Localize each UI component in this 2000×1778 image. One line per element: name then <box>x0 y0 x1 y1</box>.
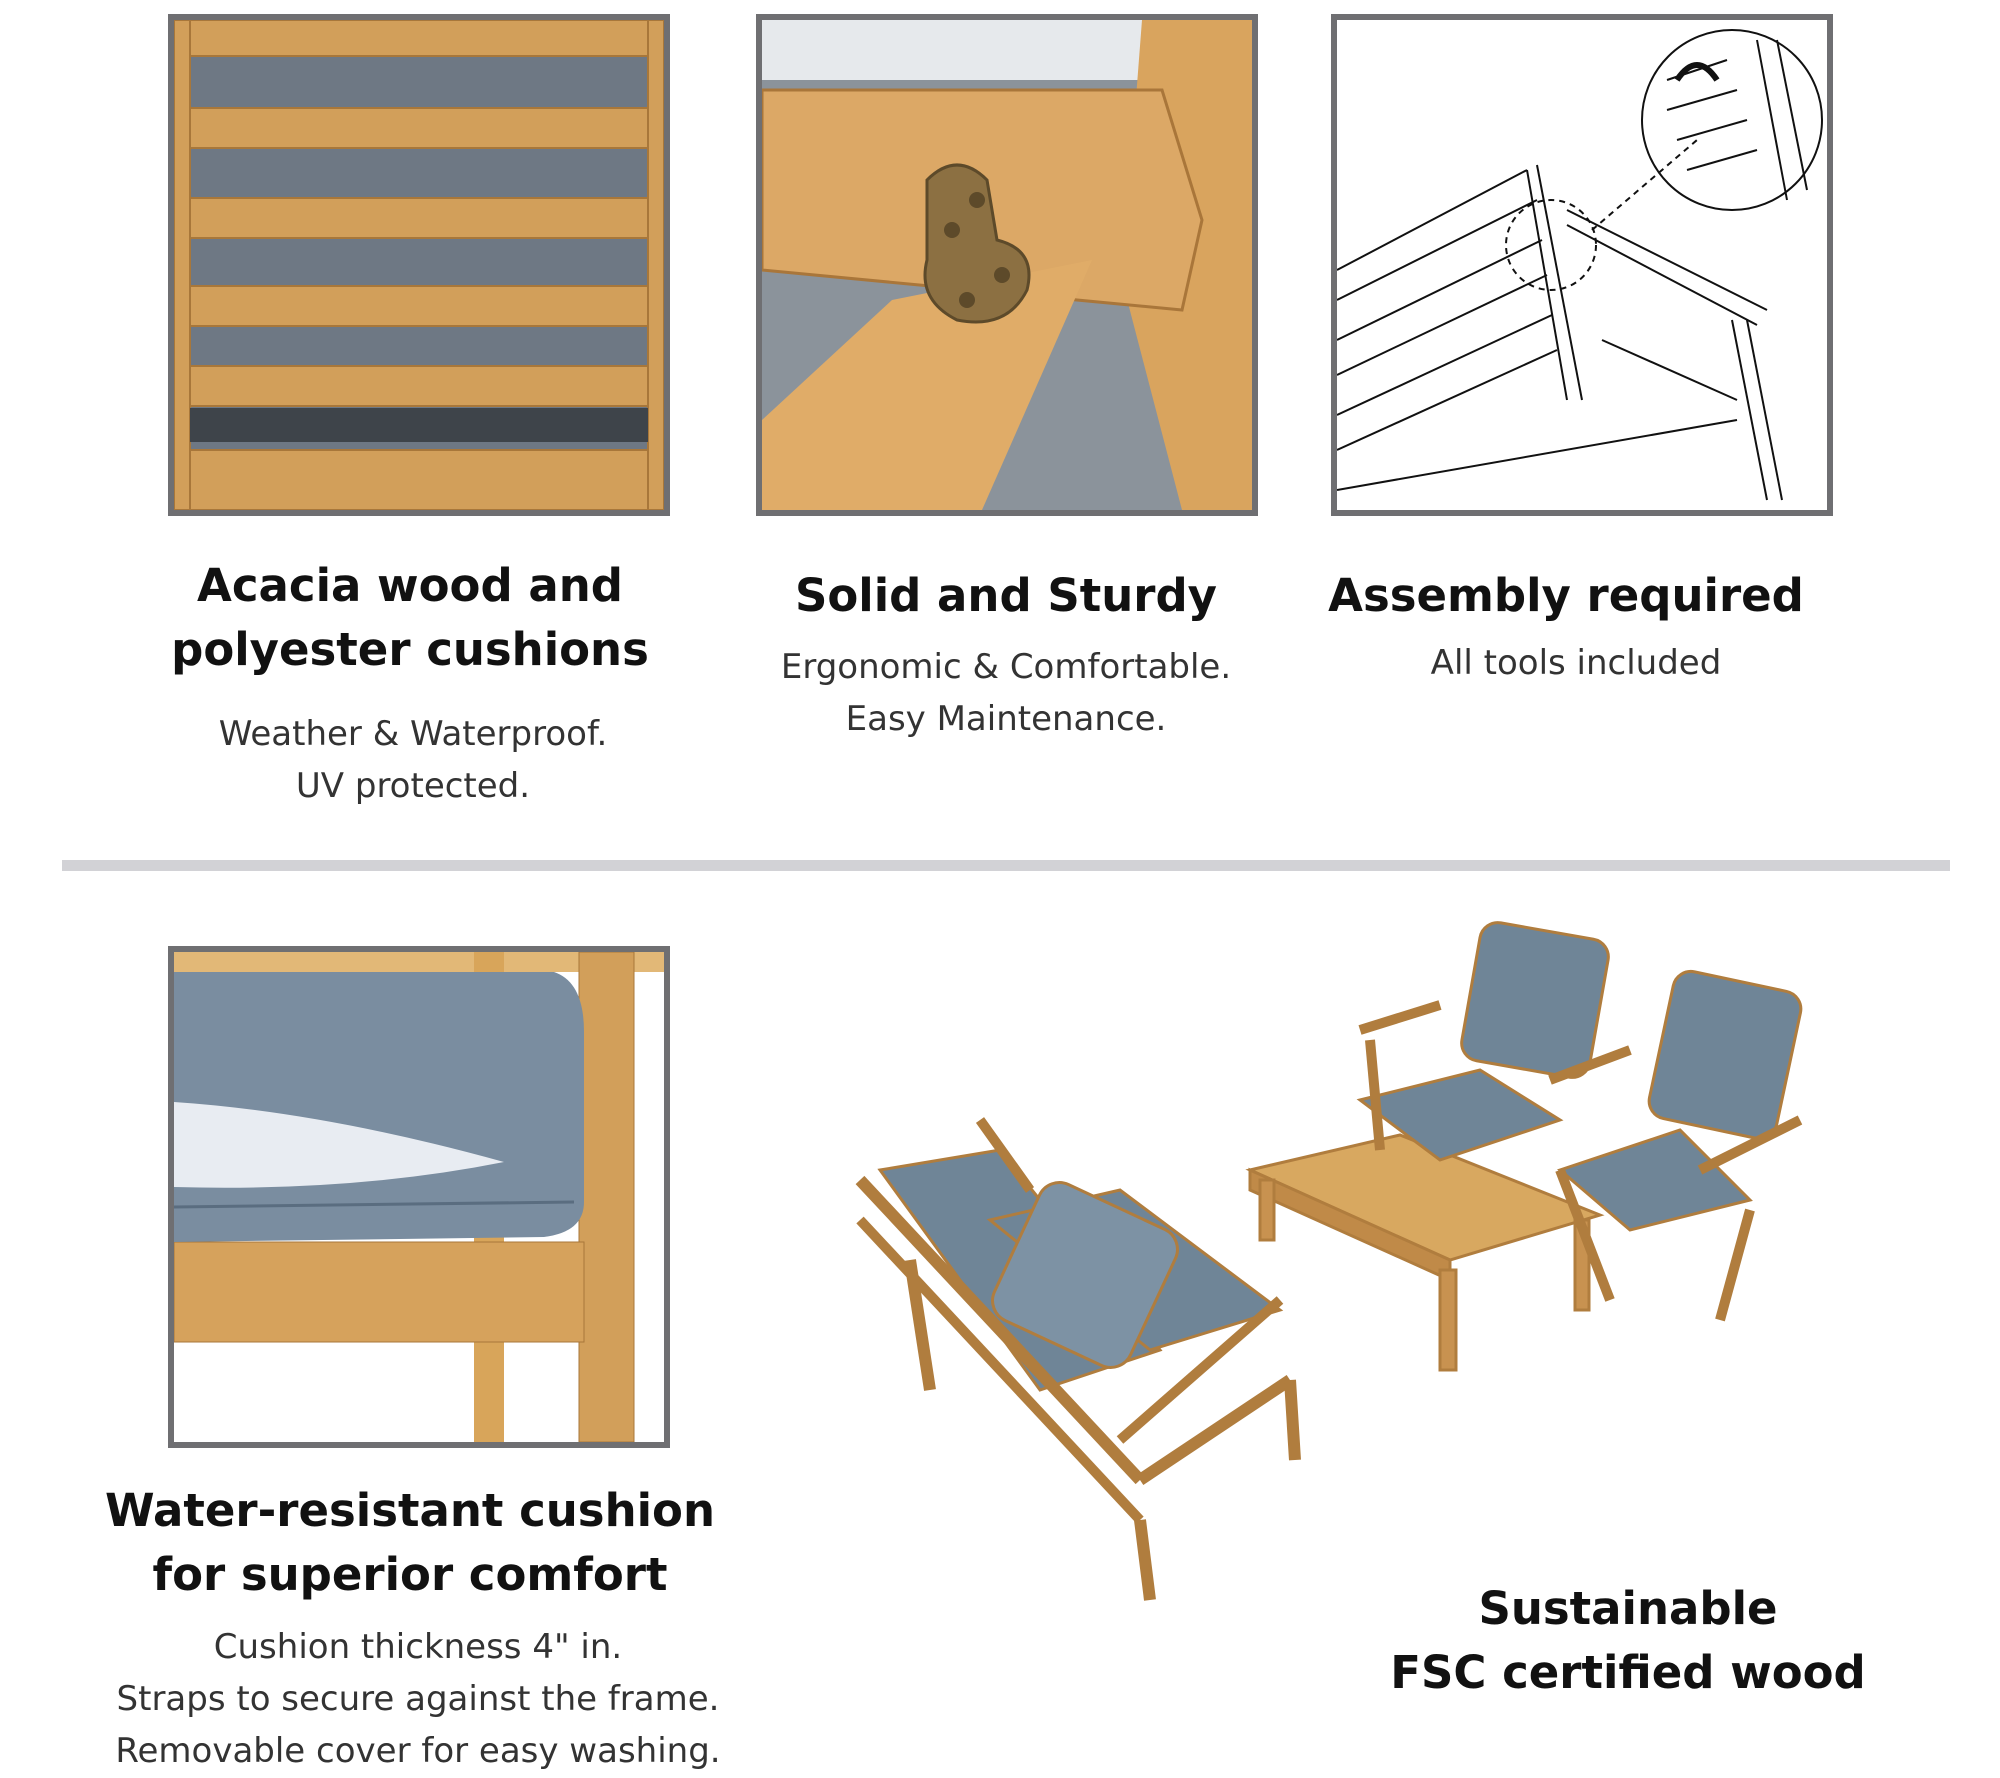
title-line: polyester cushions <box>171 623 649 676</box>
title-line: Acacia wood and <box>197 559 623 612</box>
sturdy-joint-photo <box>756 14 1258 516</box>
title-line: Assembly required <box>1328 569 1804 622</box>
title-line: FSC certified wood <box>1390 1646 1866 1699</box>
feature-subtitle-sturdy: Ergonomic & Comfortable. Easy Maintenanc… <box>781 641 1231 745</box>
feature-title-acacia: Acacia wood and polyester cushions <box>171 554 649 682</box>
assembly-diagram <box>1331 14 1833 516</box>
subtitle-line: UV protected. <box>295 766 531 806</box>
subtitle-line: Removable cover for easy washing. <box>115 1731 721 1771</box>
feature-subtitle-cushion: Cushion thickness 4" in. Straps to secur… <box>115 1621 720 1777</box>
acacia-wood-photo <box>168 14 670 516</box>
subtitle-line: All tools included <box>1430 643 1722 683</box>
subtitle-line: Straps to secure against the frame. <box>116 1679 720 1719</box>
feature-title-cushion: Water-resistant cushion for superior com… <box>105 1479 715 1607</box>
section-divider <box>62 860 1950 871</box>
subtitle-line: Ergonomic & Comfortable. <box>780 647 1232 687</box>
subtitle-line: Weather & Waterproof. <box>218 714 608 754</box>
feature-subtitle-assembly: All tools included <box>1431 637 1722 689</box>
subtitle-line: Cushion thickness 4" in. <box>213 1627 623 1667</box>
cushion-closeup-photo <box>168 946 670 1448</box>
feature-subtitle-acacia: Weather & Waterproof. UV protected. <box>219 708 608 812</box>
title-line: for superior comfort <box>152 1548 668 1601</box>
title-line: Solid and Sturdy <box>794 569 1218 622</box>
title-line: Sustainable <box>1478 1582 1778 1635</box>
subtitle-line: Easy Maintenance. <box>845 699 1167 739</box>
feature-title-sturdy: Solid and Sturdy <box>795 564 1217 628</box>
feature-title-sustainable: Sustainable FSC certified wood <box>1390 1577 1866 1705</box>
feature-title-assembly: Assembly required <box>1328 564 1804 628</box>
furniture-set-photo <box>855 921 1803 1601</box>
title-line: Water-resistant cushion <box>104 1484 716 1537</box>
